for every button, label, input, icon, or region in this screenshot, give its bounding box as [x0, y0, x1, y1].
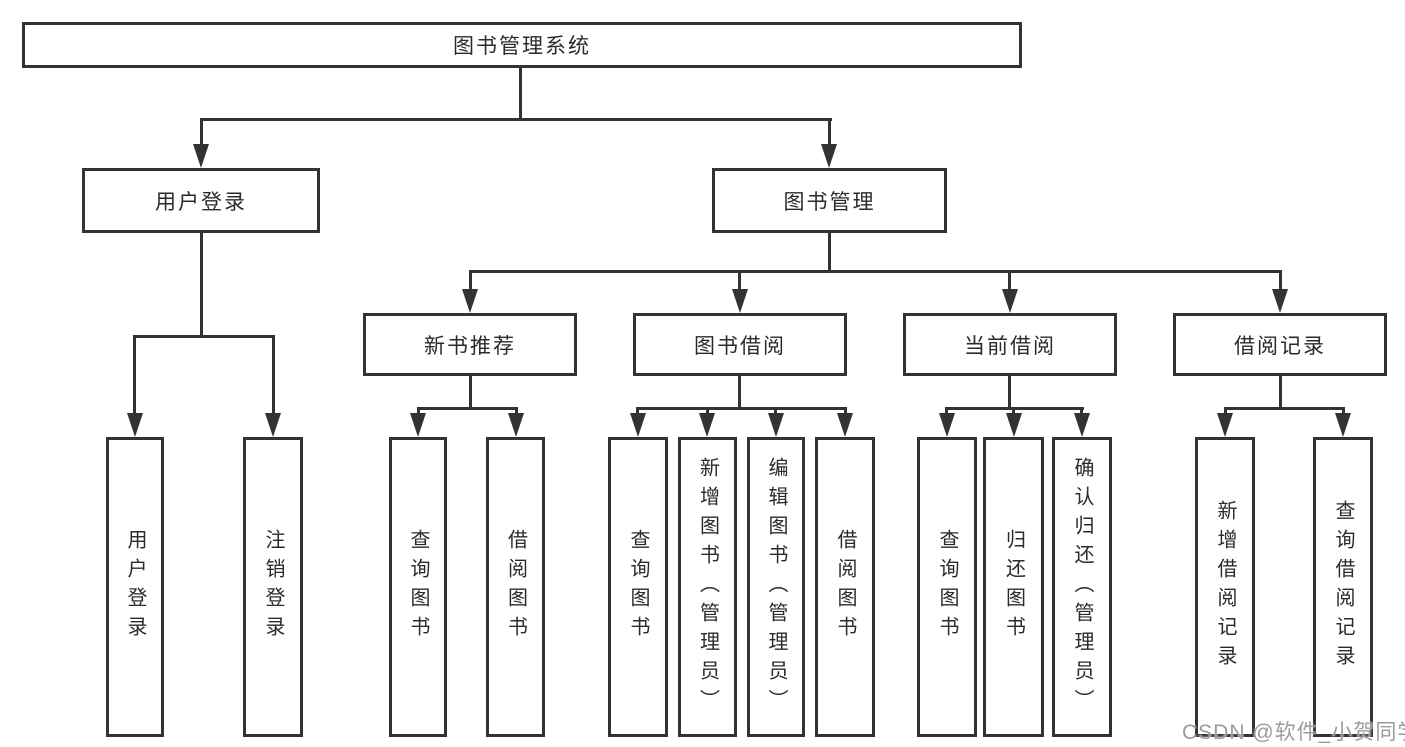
node-library-management-system: 图书管理系统: [22, 22, 1022, 68]
node-current-borrowing: 当前借阅: [903, 313, 1117, 376]
arrowhead-down-icon: [699, 413, 715, 437]
leaf-label: 确认归还（管理员）: [1071, 456, 1093, 718]
arrowhead-down-icon: [1002, 289, 1018, 313]
connector-arrow-stem: [1080, 407, 1083, 415]
node-label: 当前借阅: [964, 334, 1056, 358]
connector-arrow-stem: [469, 270, 472, 291]
arrowhead-down-icon: [1217, 413, 1233, 437]
leaf-label: 归还图书: [1002, 529, 1025, 645]
connector-arrow-stem: [636, 407, 639, 415]
connector-group-stem: [1008, 376, 1011, 407]
connector-arrow-stem: [1279, 270, 1282, 291]
leaf-query-borrow-record: 查询借阅记录: [1313, 437, 1373, 737]
connector-level2: [200, 118, 832, 121]
connector-group-stem: [1279, 376, 1282, 407]
leaf-query-book: 查询图书: [608, 437, 668, 737]
connector-arrow-stem: [417, 407, 420, 415]
connector-level3: [469, 270, 1282, 273]
leaf-add-book-admin: 新增图书（管理员）: [678, 437, 737, 737]
leaf-confirm-return-admin: 确认归还（管理员）: [1052, 437, 1112, 737]
leaf-borrow-book: 借阅图书: [486, 437, 545, 737]
leaf-label: 借阅图书: [504, 529, 527, 645]
csdn-watermark: CSDN @软件_小贺同学: [1182, 721, 1405, 744]
connector-arrow-stem: [706, 407, 709, 415]
leaf-label: 编辑图书（管理员）: [765, 456, 787, 718]
connector-arrow-stem: [945, 407, 948, 415]
connector-arrow-stem: [200, 118, 203, 145]
connector-arrow-stem: [272, 335, 275, 415]
node-label: 新书推荐: [424, 334, 516, 358]
node-label: 用户登录: [155, 190, 247, 214]
connector-group-stem: [738, 376, 741, 407]
connector-user-login-stem: [200, 233, 203, 335]
arrowhead-down-icon: [1074, 413, 1090, 437]
arrowhead-down-icon: [410, 413, 426, 437]
arrowhead-down-icon: [837, 413, 853, 437]
connector-arrow-stem: [1012, 407, 1015, 415]
node-user-login: 用户登录: [82, 168, 320, 233]
leaf-label: 用户登录: [124, 529, 146, 645]
leaf-logout: 注销登录: [243, 437, 303, 737]
node-label: 图书借阅: [694, 334, 786, 358]
arrowhead-down-icon: [939, 413, 955, 437]
connector-group-children: [636, 407, 847, 410]
arrowhead-down-icon: [1335, 413, 1351, 437]
node-book-management: 图书管理: [712, 168, 947, 233]
leaf-label: 借阅图书: [834, 529, 856, 645]
connector-book-mgmt-stem: [828, 233, 831, 270]
arrowhead-down-icon: [630, 413, 646, 437]
leaf-query-book: 查询图书: [389, 437, 447, 737]
connector-arrow-stem: [828, 118, 831, 145]
connector-group-stem: [469, 376, 472, 407]
connector-root-stem: [519, 68, 522, 118]
leaf-label: 注销登录: [262, 529, 284, 645]
arrowhead-down-icon: [193, 144, 209, 168]
connector-user-login-children: [133, 335, 275, 338]
leaf-label: 查询图书: [627, 529, 649, 645]
node-borrowing-records: 借阅记录: [1173, 313, 1387, 376]
arrowhead-down-icon: [821, 144, 837, 168]
connector-arrow-stem: [844, 407, 847, 415]
arrowhead-down-icon: [768, 413, 784, 437]
node-label: 图书管理: [783, 190, 876, 214]
arrowhead-down-icon: [1272, 289, 1288, 313]
leaf-label: 查询借阅记录: [1332, 500, 1354, 674]
arrowhead-down-icon: [127, 413, 143, 437]
node-label: 借阅记录: [1234, 334, 1326, 358]
connector-arrow-stem: [738, 270, 741, 291]
leaf-label: 查询图书: [936, 529, 958, 645]
leaf-add-borrow-record: 新增借阅记录: [1195, 437, 1255, 737]
arrowhead-down-icon: [508, 413, 524, 437]
leaf-label: 新增借阅记录: [1214, 500, 1236, 674]
arrowhead-down-icon: [732, 289, 748, 313]
leaf-user-login: 用户登录: [106, 437, 164, 737]
connector-arrow-stem: [1342, 407, 1345, 415]
leaf-label: 新增图书（管理员）: [696, 456, 719, 718]
leaf-label: 查询图书: [407, 529, 429, 645]
connector-arrow-stem: [1008, 270, 1011, 291]
connector-arrow-stem: [1224, 407, 1227, 415]
connector-arrow-stem: [515, 407, 518, 415]
node-label: 图书管理系统: [453, 35, 591, 58]
node-new-book-recommendation: 新书推荐: [363, 313, 577, 376]
connector-group-children: [1224, 407, 1345, 410]
connector-arrow-stem: [774, 407, 777, 415]
arrowhead-down-icon: [265, 413, 281, 437]
leaf-return-book: 归还图书: [983, 437, 1044, 737]
connector-group-children: [417, 407, 518, 410]
arrowhead-down-icon: [462, 289, 478, 313]
leaf-edit-book-admin: 编辑图书（管理员）: [747, 437, 805, 737]
leaf-borrow-book: 借阅图书: [815, 437, 875, 737]
leaf-query-book: 查询图书: [917, 437, 977, 737]
arrowhead-down-icon: [1006, 413, 1022, 437]
node-book-borrowing: 图书借阅: [633, 313, 847, 376]
connector-arrow-stem: [133, 335, 136, 415]
